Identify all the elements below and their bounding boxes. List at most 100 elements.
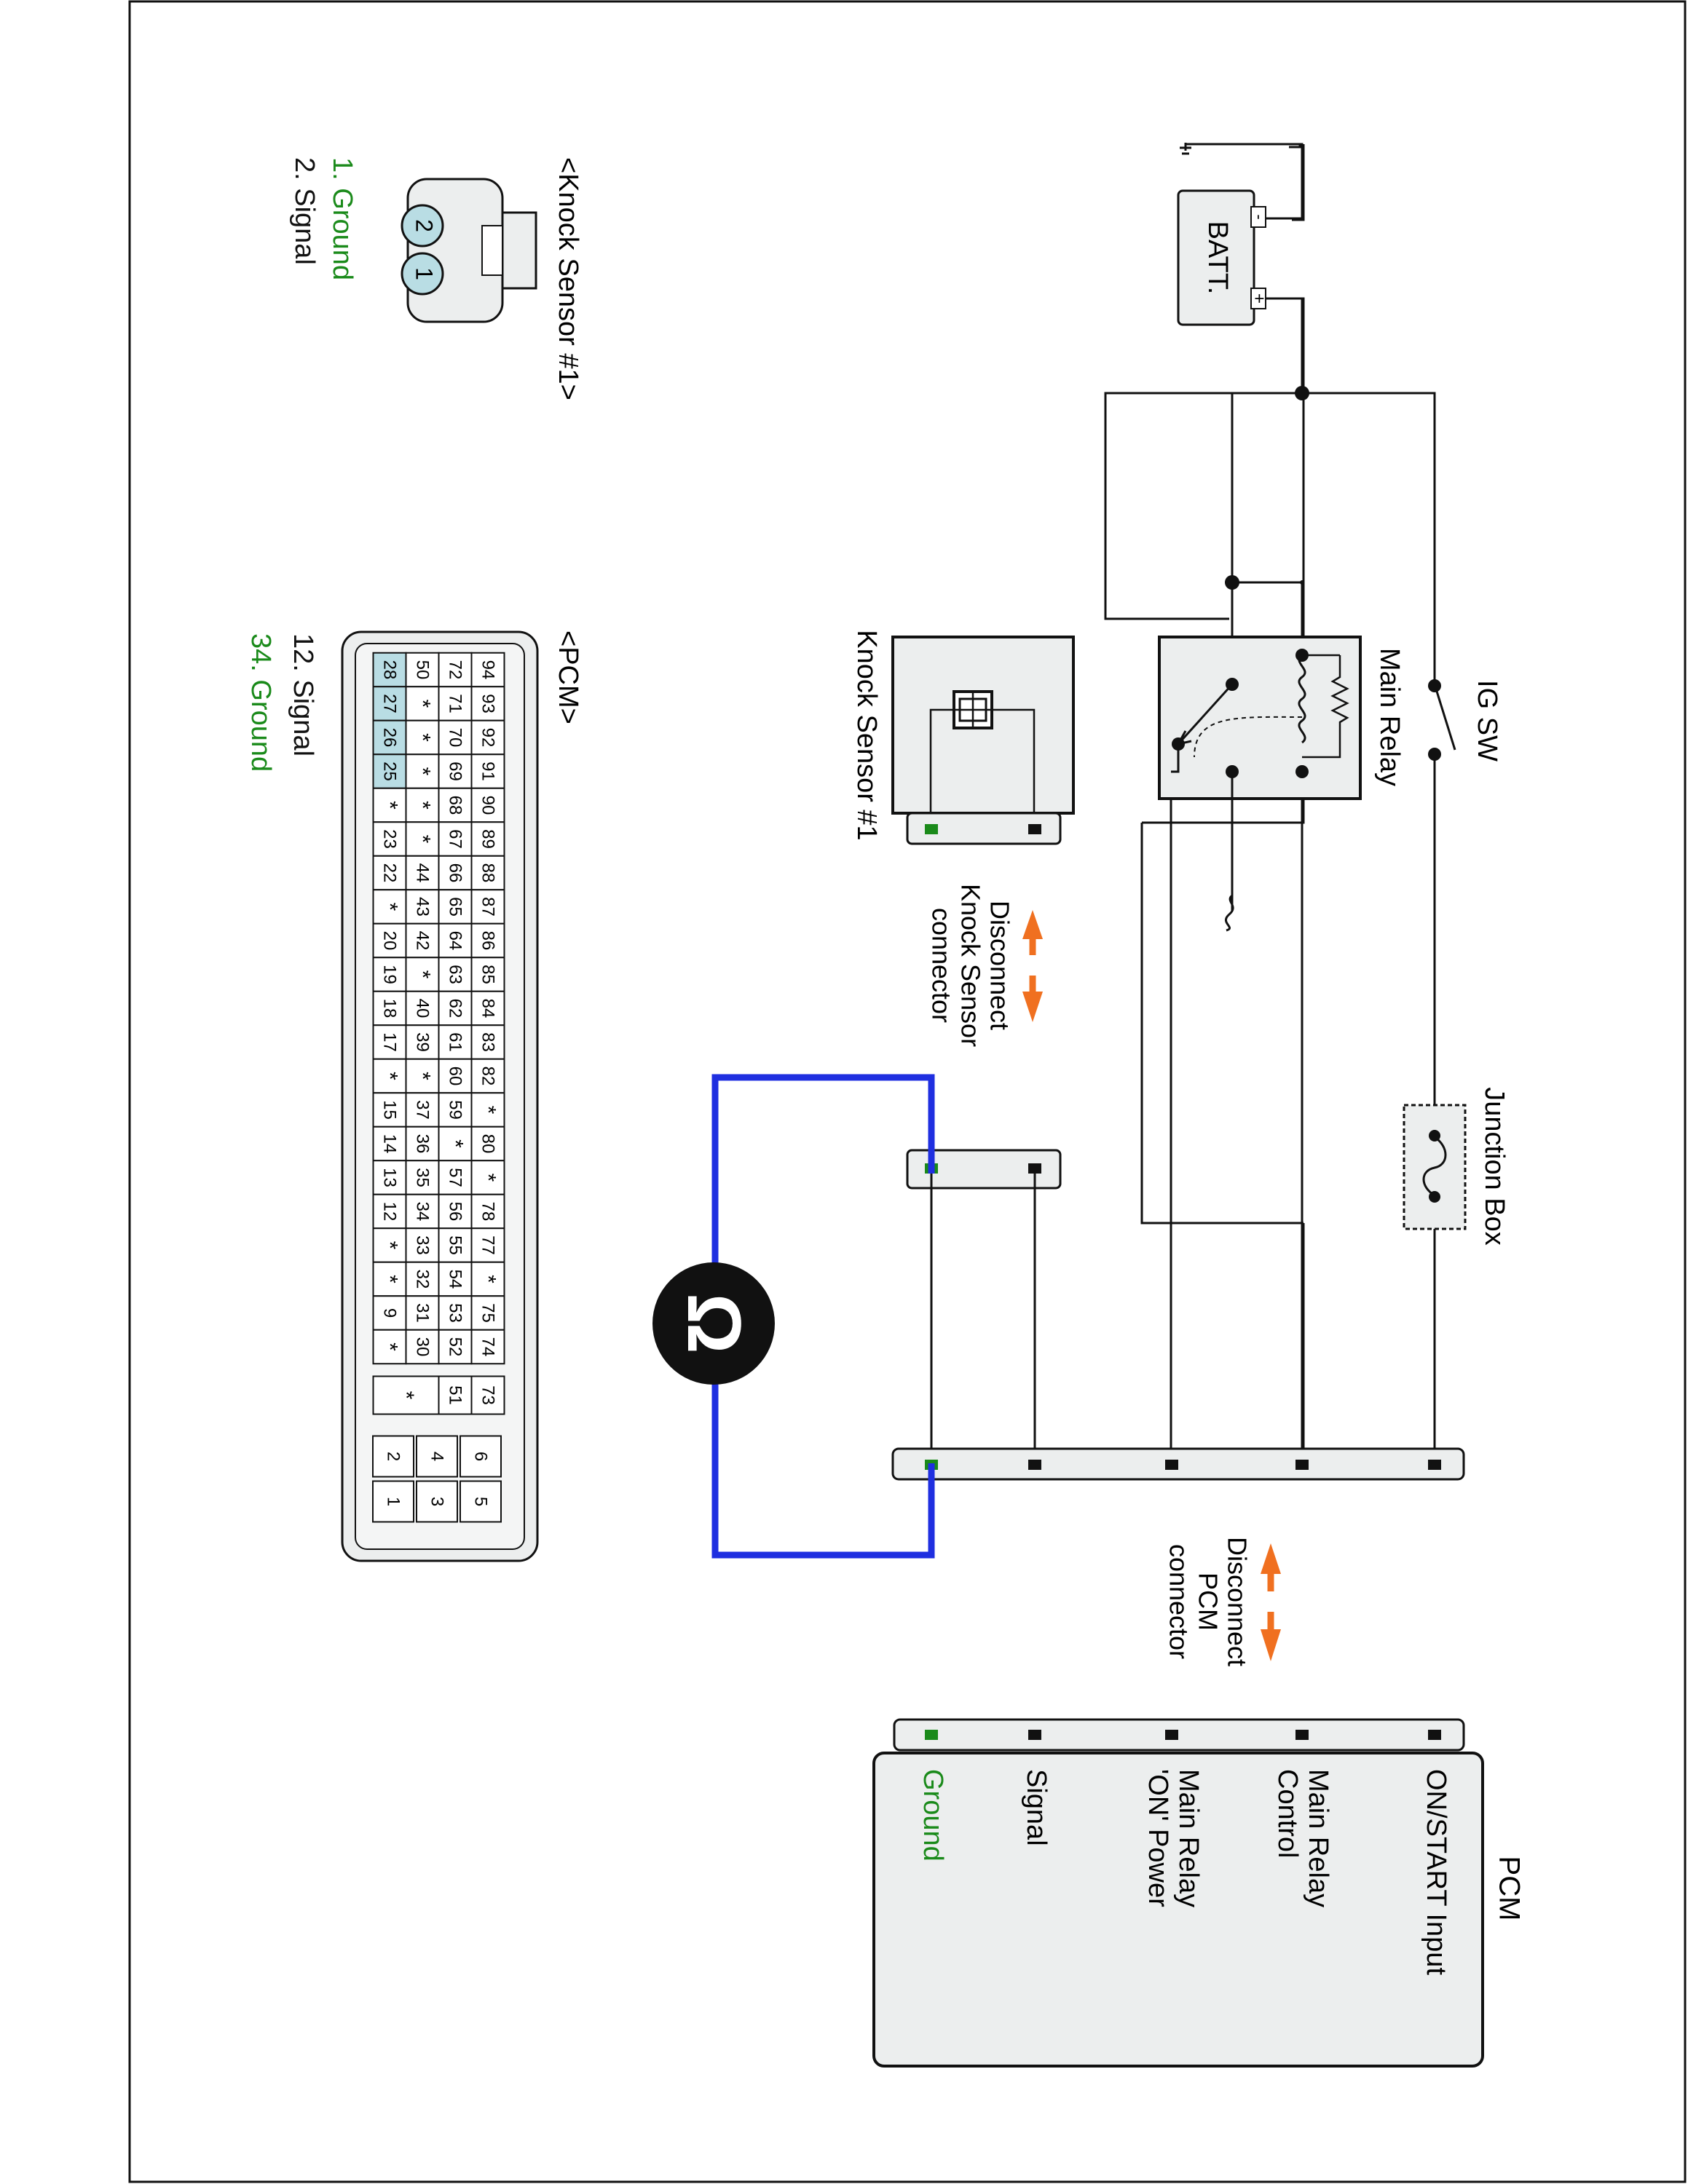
pcm-pin-1-16-cell [438,1193,473,1230]
pcm-pin-0-20: 74 [478,1337,498,1357]
pcm-pin-3-15: 13 [380,1168,400,1187]
battery-to-node-wire [1302,392,1436,684]
pcm-pin-2-20-cell [405,1329,440,1365]
pcm-pin-3-2-cell [372,719,407,756]
pcm-pin-1-15: 57 [446,1168,465,1187]
pcm-pin-1-7: 65 [446,897,465,917]
pcm-power-pin-1: 1 [384,1497,403,1506]
pcm-pin-3-0: 28 [380,660,400,680]
battery-neg-wire [1186,143,1304,220]
junction-dot [1295,386,1309,400]
pcm-power-pin-3: 3 [427,1497,447,1506]
pcm-module: PCM ON/START Input Main Relay Control Ma… [872,1718,1525,2068]
knock-view-latch [501,211,537,290]
pcm-pin-3-13: 15 [380,1100,400,1120]
pcm-pin-1-13-cell [438,1092,473,1128]
harness-pin-on-start [1428,1460,1441,1470]
pcm-pin-2-14: 36 [413,1134,433,1154]
pcm-disconnect-line3: connector [1164,1544,1194,1659]
pcm-pin-3-3-cell [372,753,407,789]
knock-pin-ground [925,824,938,834]
pcm-pin-0-3: 91 [478,761,498,781]
pcm-pin-1-6: 66 [446,863,465,883]
pcm-pin-3-9-cell [372,957,407,992]
pcm-pin-0-13: * [476,1106,500,1115]
ig-switch-contact [1428,679,1441,692]
ig-switch-blade [1433,684,1456,751]
harness-pin-signal [1028,1460,1041,1470]
pcm-view-legend-ground: 34. Ground [245,633,276,772]
junction-dots [1225,386,1309,590]
pcm-pin-2-20: 30 [413,1337,433,1357]
pcm-connector-view: <PCM> 94939291908988878685848382*80*7877… [245,630,583,1562]
knock-view-pin-2-label: 2 [411,219,438,232]
pcm-pin-0-16: 78 [478,1202,498,1222]
pcm-pin-3-4-cell [372,787,407,823]
pcm-pin-2-13-cell [405,1092,440,1128]
pcm-pin-2-15-cell [405,1160,440,1195]
pcm-power-pin-1-cell [372,1480,414,1523]
pcm-pin-0-19-cell [470,1295,505,1331]
pcm-pin-3-8-cell [372,922,407,959]
knock-sensor-label: Knock Sensor #1 [851,630,882,840]
pcm-pin-0-2-cell [470,719,505,756]
pcm-pin-ground [925,1730,938,1740]
pcm-power-pin-6-cell [460,1435,502,1478]
pcm-pin-1-10: 62 [446,999,465,1018]
pcm-pin-2-19: 31 [413,1303,433,1323]
pcm-pin-0-3-cell [470,753,505,789]
fuse-terminal [1429,1191,1440,1203]
battery: - + BATT. [1177,143,1304,393]
knock-mating-body [906,1149,1062,1190]
pcm-body [872,1752,1484,2068]
pcm-pin-1-14: * [443,1139,468,1148]
relay-body [1158,636,1362,800]
pcm-pin-3-19-cell [372,1295,407,1331]
pcm-pin-2-11: 39 [413,1032,433,1052]
pcm-pin-3-1: 27 [380,694,400,713]
pcm-harness-connector [891,1447,1465,1481]
pcm-pin-1-17: 55 [446,1235,465,1255]
pcm-pin-3-20-cell [372,1329,407,1365]
pcm-pin-0-2: 92 [478,728,498,748]
pcm-title: PCM [1493,1856,1525,1921]
pcm-pin-3-16-cell [372,1193,407,1230]
pcm-pin-1-8-cell [438,922,473,959]
battery-label: BATT. [1202,221,1233,295]
pcm-pin-1-2-cell [438,719,473,756]
pcm-pin-2-9: * [411,970,435,979]
pcm-pin-2-6-cell [405,855,440,891]
pcm-pin-1-4: 68 [446,796,465,815]
relay-output-to-pcm [1171,744,1180,773]
relay-linkage [1194,716,1303,758]
relay-label: Main Relay [1374,648,1405,786]
pcm-pin-2-18-cell [405,1261,440,1297]
pcm-pin-label-relay-control-2: Control [1272,1769,1303,1859]
pcm-pin-3-12: * [378,1072,402,1080]
battery-neg-mark: - [1250,214,1269,219]
pcm-pin-label-relay-power-1: Main Relay [1173,1769,1204,1907]
pcm-power-pin-2: 2 [384,1452,403,1461]
pcm-pin-0-10: 84 [478,999,498,1018]
pcm-pin-2-8: 42 [413,931,433,951]
pcm-side-pin-2-cell [372,1375,440,1415]
pcm-pin-1-10-cell [438,990,473,1026]
junction-to-pcm-wire [1140,823,1304,1224]
pcm-pin-3-18: * [378,1275,402,1283]
pcm-pin-3-5-cell [372,821,407,857]
pcm-pin-label-signal: Signal [1021,1769,1052,1846]
pcm-pin-3-17-cell [372,1227,407,1263]
pcm-pin-3-7: * [378,903,402,911]
pcm-pin-0-9: 85 [478,965,498,984]
pcm-pin-0-20-cell [470,1329,505,1365]
pcm-power-pin-4: 4 [427,1452,447,1461]
pcm-pin-3-6-cell [372,855,407,891]
pcm-pin-3-15-cell [372,1160,407,1195]
ohmmeter: Ω [652,1074,935,1559]
pcm-pin-3-16: 12 [380,1202,400,1222]
pcm-pin-1-3: 69 [446,761,465,781]
relay-resistor [1302,655,1349,759]
node-to-relay-wire [1231,392,1302,582]
pcm-pin-label-on-start: ON/START Input [1421,1769,1451,1975]
knock-view-legend-ground: 1. Ground [327,157,358,280]
